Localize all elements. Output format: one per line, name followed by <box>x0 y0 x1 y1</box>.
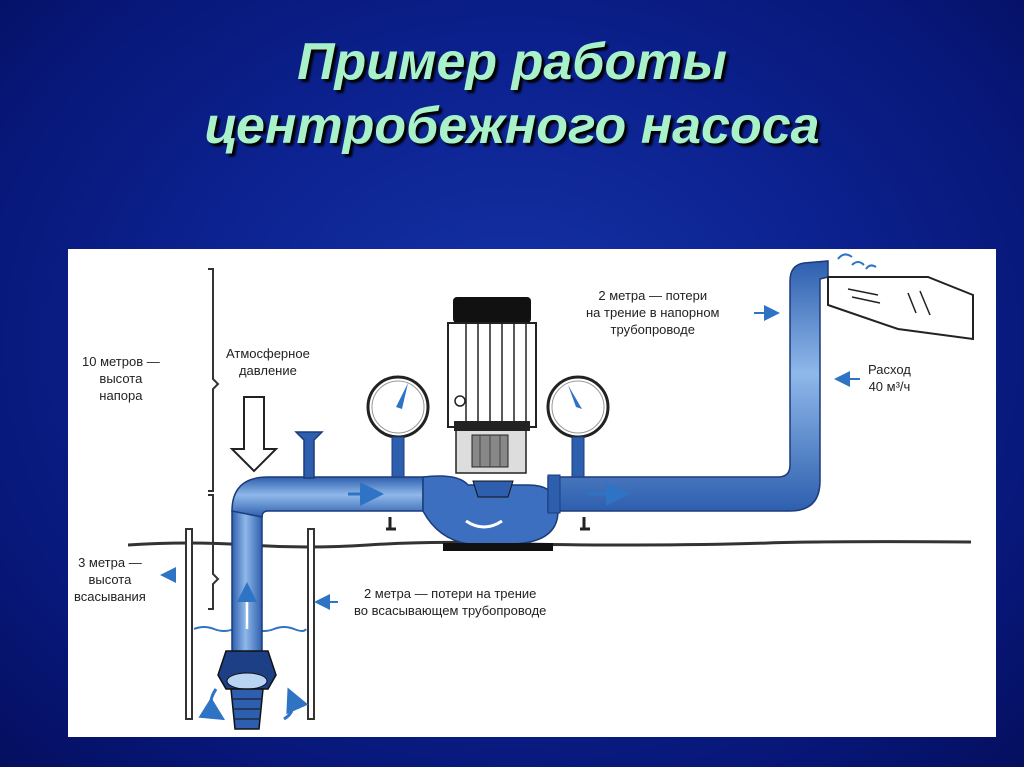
label-head: 10 метров — высота напора <box>82 354 160 403</box>
motor-flange <box>454 421 530 431</box>
flow-arrow-impeller <box>465 519 503 529</box>
suction-elbow <box>231 476 424 518</box>
pump-base <box>443 543 553 551</box>
well-wall-right <box>307 528 315 720</box>
inflow-arrow-left <box>198 688 226 721</box>
slide-title: Пример работы центробежного насоса <box>0 30 1024 158</box>
impeller <box>472 480 514 498</box>
pipe-support-right <box>580 517 590 531</box>
label-discharge-loss: 2 метра — потери на трение в напорном тр… <box>586 288 720 337</box>
discharge-flange <box>547 474 561 514</box>
label-flow: Расход 40 м³/ч <box>868 362 911 394</box>
water-splash <box>837 253 877 270</box>
pump-diagram: 10 метров — высота напора Атмосферное да… <box>68 249 996 737</box>
outlet-tank <box>827 276 974 341</box>
head-bracket <box>208 268 220 492</box>
label-suction-height: 3 метра — высота всасывания <box>74 555 146 604</box>
title-line-1: Пример работы <box>297 33 727 91</box>
well-wall-left <box>185 528 193 720</box>
motor-top <box>453 297 531 323</box>
motor-terminal <box>454 395 466 407</box>
suction-bracket <box>208 494 220 610</box>
label-suction-loss: 2 метра — потери на трение во всасывающе… <box>354 586 547 618</box>
suction-pipe <box>231 510 263 662</box>
motor-body <box>447 322 537 428</box>
title-line-2: центробежного насоса <box>204 97 820 155</box>
pipe-support-left <box>386 517 396 531</box>
inflow-arrow-right <box>283 687 309 721</box>
label-atm-pressure: Атмосферное давление <box>226 346 310 378</box>
pump-diagram-drawing <box>127 253 974 730</box>
atm-pressure-arrow <box>229 396 279 473</box>
priming-funnel <box>294 431 324 479</box>
